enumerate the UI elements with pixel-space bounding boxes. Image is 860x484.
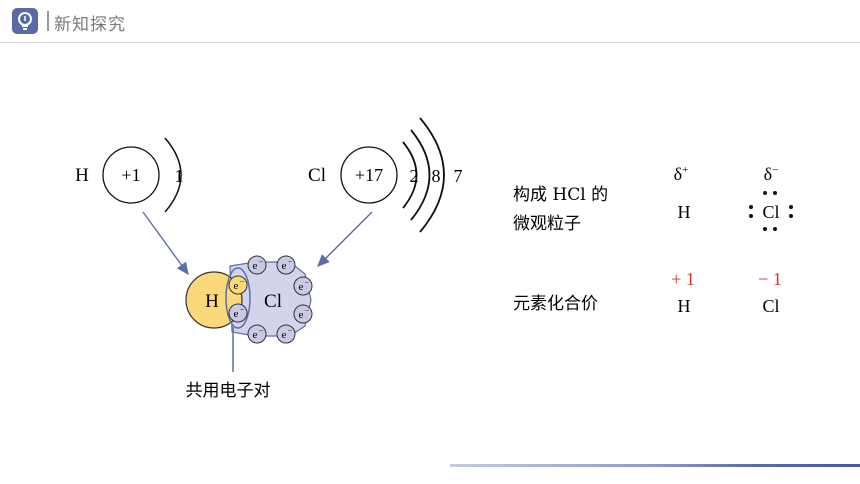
cl-shell-1-count: 2	[410, 166, 419, 186]
header-bar: 新知探究	[0, 0, 860, 44]
cl-nucleus-charge: +17	[355, 165, 383, 185]
svg-text:−: −	[240, 277, 245, 286]
cl-electron-top-right: e −	[276, 255, 296, 275]
cl-electron-bottom-left: e −	[247, 324, 267, 344]
shared-electron-top: e −	[228, 275, 248, 295]
h-valence: + 1	[671, 269, 695, 289]
h-atom-symbol: H	[75, 165, 89, 186]
row2-cl-symbol: Cl	[762, 296, 779, 316]
row2-h-symbol: H	[678, 296, 691, 316]
h-shell-arc-1	[164, 137, 182, 213]
page-title: 新知探究	[54, 15, 126, 35]
svg-text:e: e	[282, 329, 287, 341]
shared-electron-bottom: e −	[228, 303, 248, 323]
cl-shell-arc-3	[419, 117, 445, 233]
svg-text:e: e	[299, 281, 304, 293]
svg-text:e: e	[253, 329, 258, 341]
row1-cl-symbol: Cl	[762, 202, 779, 222]
cl-electron-top-left: e −	[247, 255, 267, 275]
row1-label-line1: 构成 HCl 的	[513, 185, 608, 205]
hcl-info-table: 构成 HCl 的 微观粒子 δ+ δ− H Cl 元素化合价 + 1 − 1 H…	[513, 164, 793, 316]
header-separator	[47, 11, 49, 31]
cl-electron-right-top: e −	[293, 276, 313, 296]
svg-text:e: e	[282, 260, 287, 272]
shared-pair-label: 共用电子对	[186, 381, 271, 401]
lightbulb-icon	[12, 8, 38, 34]
cl-shell-3-count: 7	[454, 166, 463, 186]
row1-label-line2: 微观粒子	[513, 214, 581, 234]
svg-text:−: −	[305, 306, 310, 315]
svg-text:−: −	[259, 257, 264, 266]
cl-shell-arc-1	[402, 141, 418, 209]
cl-to-molecule-arrow	[317, 211, 373, 267]
h-nucleus-charge: +1	[121, 165, 140, 185]
svg-text:−: −	[288, 257, 293, 266]
row1-h-symbol: H	[678, 202, 691, 222]
chlorine-atom-structure: Cl +17 2 8 7	[308, 117, 463, 233]
molecule-cl-label: Cl	[264, 291, 282, 312]
svg-text:−: −	[240, 305, 245, 314]
h-nucleus-circle	[102, 146, 160, 204]
delta-plus-symbol: δ+	[674, 164, 689, 184]
cl-electron-bottom-right: e −	[276, 324, 296, 344]
row2-label: 元素化合价	[513, 294, 598, 314]
svg-text:−: −	[305, 278, 310, 287]
hcl-molecule: H Cl e − e − e − e − e −	[185, 255, 313, 401]
footer-accent-bar	[450, 464, 860, 467]
svg-text:e: e	[234, 308, 239, 320]
cl-lone-pair-dots	[749, 191, 793, 231]
molecule-h-label: H	[205, 291, 219, 312]
svg-text:−: −	[288, 326, 293, 335]
cl-electron-right-bottom: e −	[293, 304, 313, 324]
h-shell-1-count: 1	[175, 166, 184, 186]
svg-text:e: e	[253, 260, 258, 272]
svg-text:e: e	[299, 309, 304, 321]
delta-minus-symbol: δ−	[764, 164, 779, 184]
shared-pair-ring	[225, 267, 251, 329]
cl-shell-2-count: 8	[432, 166, 441, 186]
cl-shell-arc-2	[410, 129, 431, 221]
svg-text:−: −	[259, 326, 264, 335]
cl-nucleus-circle	[340, 146, 398, 204]
cl-atom-symbol: Cl	[308, 165, 326, 186]
h-to-molecule-arrow	[142, 211, 189, 276]
hydrogen-atom-structure: H +1 1	[75, 137, 184, 213]
cl-valence: − 1	[758, 269, 782, 289]
svg-text:e: e	[234, 280, 239, 292]
header-divider	[0, 42, 860, 43]
